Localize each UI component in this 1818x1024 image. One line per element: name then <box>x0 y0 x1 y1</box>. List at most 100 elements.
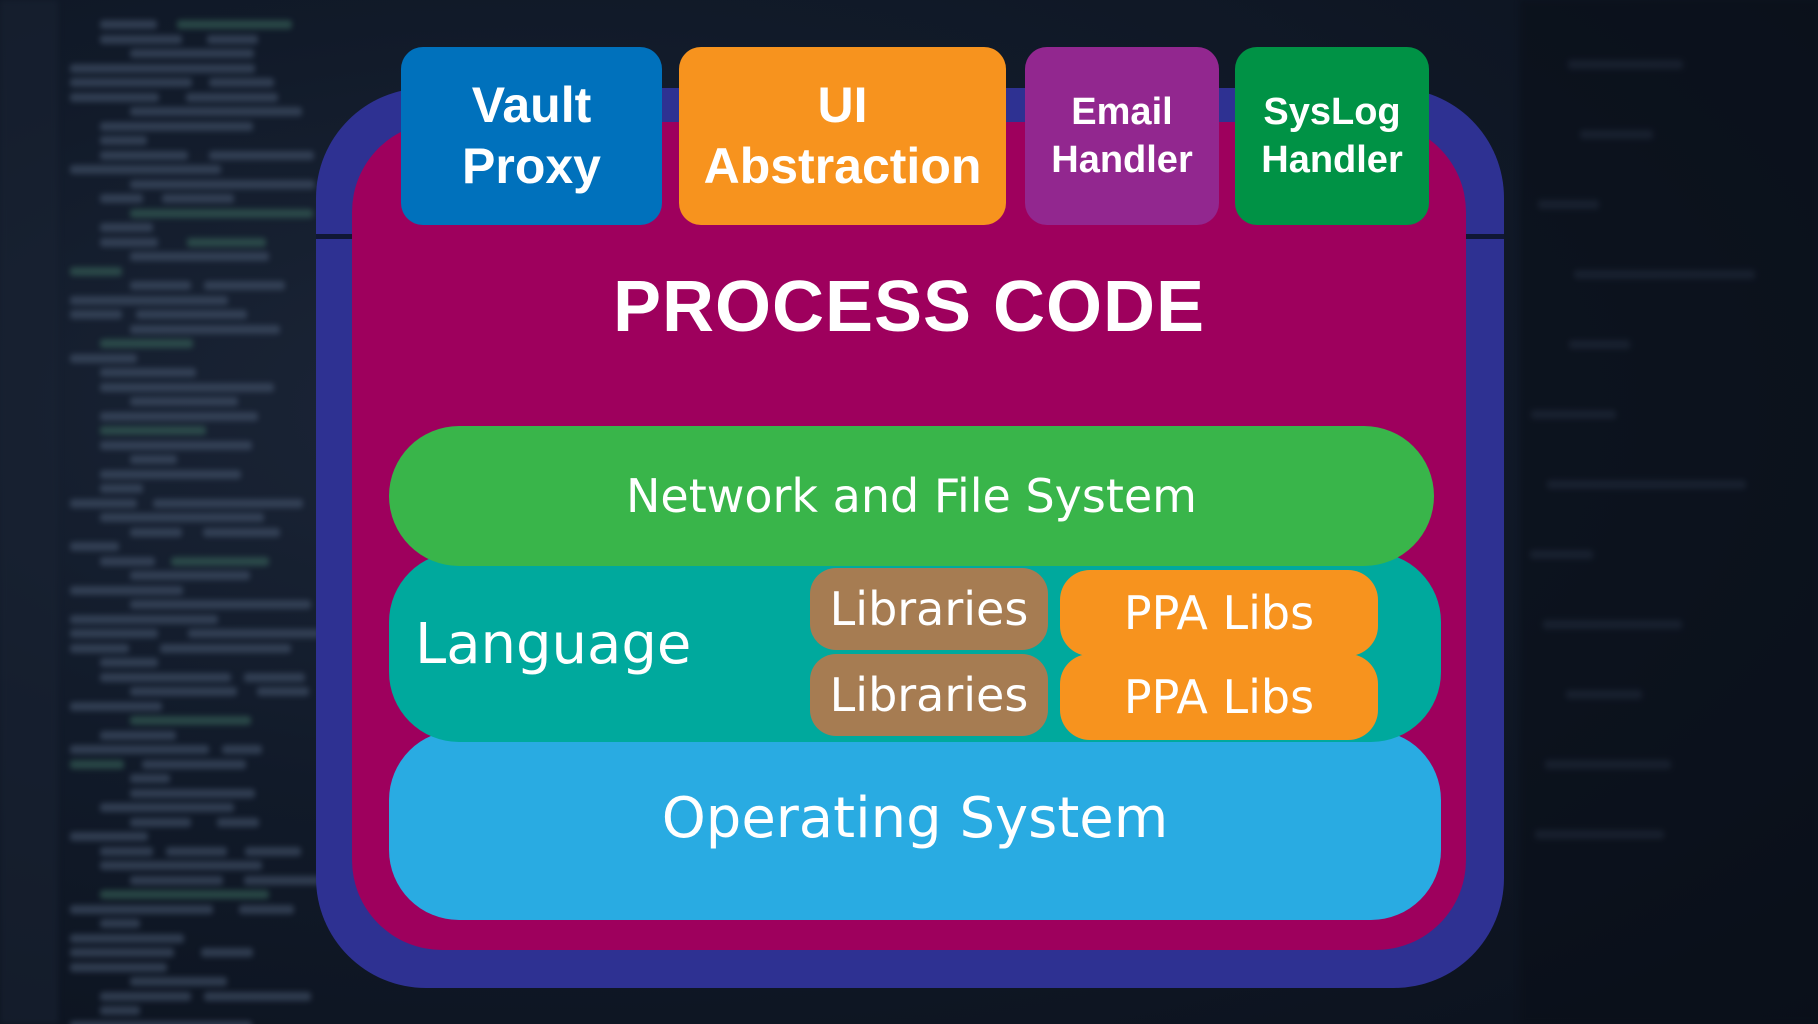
background-code-line <box>136 310 247 319</box>
background-code-line <box>100 440 252 450</box>
syslog-handler-module: SysLog Handler <box>1235 47 1429 225</box>
background-code-line <box>130 281 191 290</box>
background-code-line <box>203 527 280 537</box>
background-code-line <box>100 194 143 203</box>
background-code-line <box>239 904 294 914</box>
background-code-line <box>70 962 167 972</box>
background-code-line <box>1568 60 1683 69</box>
background-code-line <box>245 846 301 856</box>
vault-proxy-line2: Proxy <box>462 138 601 194</box>
background-code-line <box>130 324 280 334</box>
background-code-line <box>217 817 259 827</box>
background-code-line <box>1535 830 1664 839</box>
background-code-line <box>186 92 278 102</box>
background-code-line <box>70 832 148 841</box>
background-code-line <box>130 774 170 783</box>
background-code-line <box>142 759 246 769</box>
background-code-line <box>160 643 291 653</box>
background-code-line <box>100 34 182 44</box>
network-and-file-system-layer: Network and File System <box>389 426 1434 566</box>
background-code-line <box>130 788 255 798</box>
background-code-line <box>70 310 122 319</box>
background-code-line <box>70 266 122 276</box>
ppa-libs-label-1: PPA Libs <box>1123 586 1315 640</box>
background-code-line <box>209 78 274 87</box>
background-code-line <box>204 281 285 290</box>
email-handler-line1: Email <box>1071 91 1173 133</box>
background-code-line <box>100 121 253 131</box>
process-code-title: PROCESS CODE <box>612 267 1206 347</box>
background-code-line <box>162 194 234 203</box>
background-code-line <box>70 92 159 102</box>
background-code-line <box>130 208 313 218</box>
email-handler-line2: Handler <box>1051 139 1193 181</box>
ppa-libs-block-2: PPA Libs <box>1060 654 1378 740</box>
background-code-line <box>100 426 206 435</box>
libraries-block-2: Libraries <box>810 654 1048 736</box>
libraries-label-1: Libraries <box>829 582 1029 636</box>
syslog-handler-line2: Handler <box>1261 139 1403 181</box>
background-code-line <box>100 919 140 928</box>
vault-proxy-line1: Vault <box>471 77 592 133</box>
background-code-line <box>188 629 320 638</box>
ui-abstraction-line1: UI <box>817 77 868 133</box>
background-code-line <box>100 237 158 247</box>
background-code-line <box>70 614 218 624</box>
background-code-line <box>130 107 302 116</box>
background-code-line <box>1538 200 1599 209</box>
ui-abstraction-module: UI Abstraction <box>679 47 1006 225</box>
background-code-line <box>70 948 174 957</box>
background-code-line <box>70 643 129 653</box>
background-code-line <box>100 991 191 1001</box>
background-code-line <box>100 861 262 870</box>
background-code-line <box>187 237 266 247</box>
background-code-line <box>209 150 314 160</box>
background-code-line <box>130 397 238 406</box>
background-code-line <box>130 455 177 464</box>
background-code-line <box>153 498 303 508</box>
background-code-line <box>100 513 264 522</box>
background-code-line <box>70 165 221 174</box>
background-code-line <box>177 20 292 29</box>
ppa-libs-block-1: PPA Libs <box>1060 570 1378 656</box>
background-code-line <box>1580 130 1653 139</box>
background-code-line <box>100 20 157 29</box>
ppa-libs-label-2: PPA Libs <box>1123 670 1315 724</box>
background-code-line <box>100 1006 140 1015</box>
background-code-line <box>100 730 176 740</box>
background-code-line <box>1530 550 1593 559</box>
background-code-line <box>100 382 274 392</box>
language-label: Language <box>415 612 692 677</box>
operating-system-label: Operating System <box>661 785 1169 851</box>
background-code-line <box>171 556 269 566</box>
background-code-line <box>130 252 269 261</box>
background-code-line <box>130 687 237 696</box>
ui-abstraction-line2: Abstraction <box>703 138 982 194</box>
background-gutter <box>0 0 58 1024</box>
background-code-line <box>1574 270 1755 279</box>
background-code-line <box>130 716 251 725</box>
operating-system-layer: Operating System <box>389 730 1441 920</box>
background-code-line <box>1531 410 1616 419</box>
background-code-line <box>100 411 258 421</box>
background-code-line <box>100 658 158 667</box>
background-code-line <box>207 34 258 44</box>
background-code-line <box>130 571 250 580</box>
network-and-file-system-label: Network and File System <box>626 469 1197 523</box>
background-code-line <box>100 803 234 812</box>
background-code-line <box>70 585 183 595</box>
background-code-line <box>100 556 155 566</box>
background-code-line <box>166 846 227 856</box>
background-code-line <box>201 948 253 957</box>
background-code-line <box>100 484 143 493</box>
background-code-line <box>100 846 153 856</box>
background-code-line <box>70 1020 252 1024</box>
background-code-line <box>70 904 213 914</box>
background-code-line <box>100 368 196 377</box>
background-code-line <box>1569 340 1630 349</box>
background-code-line <box>1547 480 1746 489</box>
syslog-handler-line1: SysLog <box>1263 91 1401 133</box>
background-code-line <box>70 745 209 754</box>
background-code-line <box>1543 620 1682 629</box>
